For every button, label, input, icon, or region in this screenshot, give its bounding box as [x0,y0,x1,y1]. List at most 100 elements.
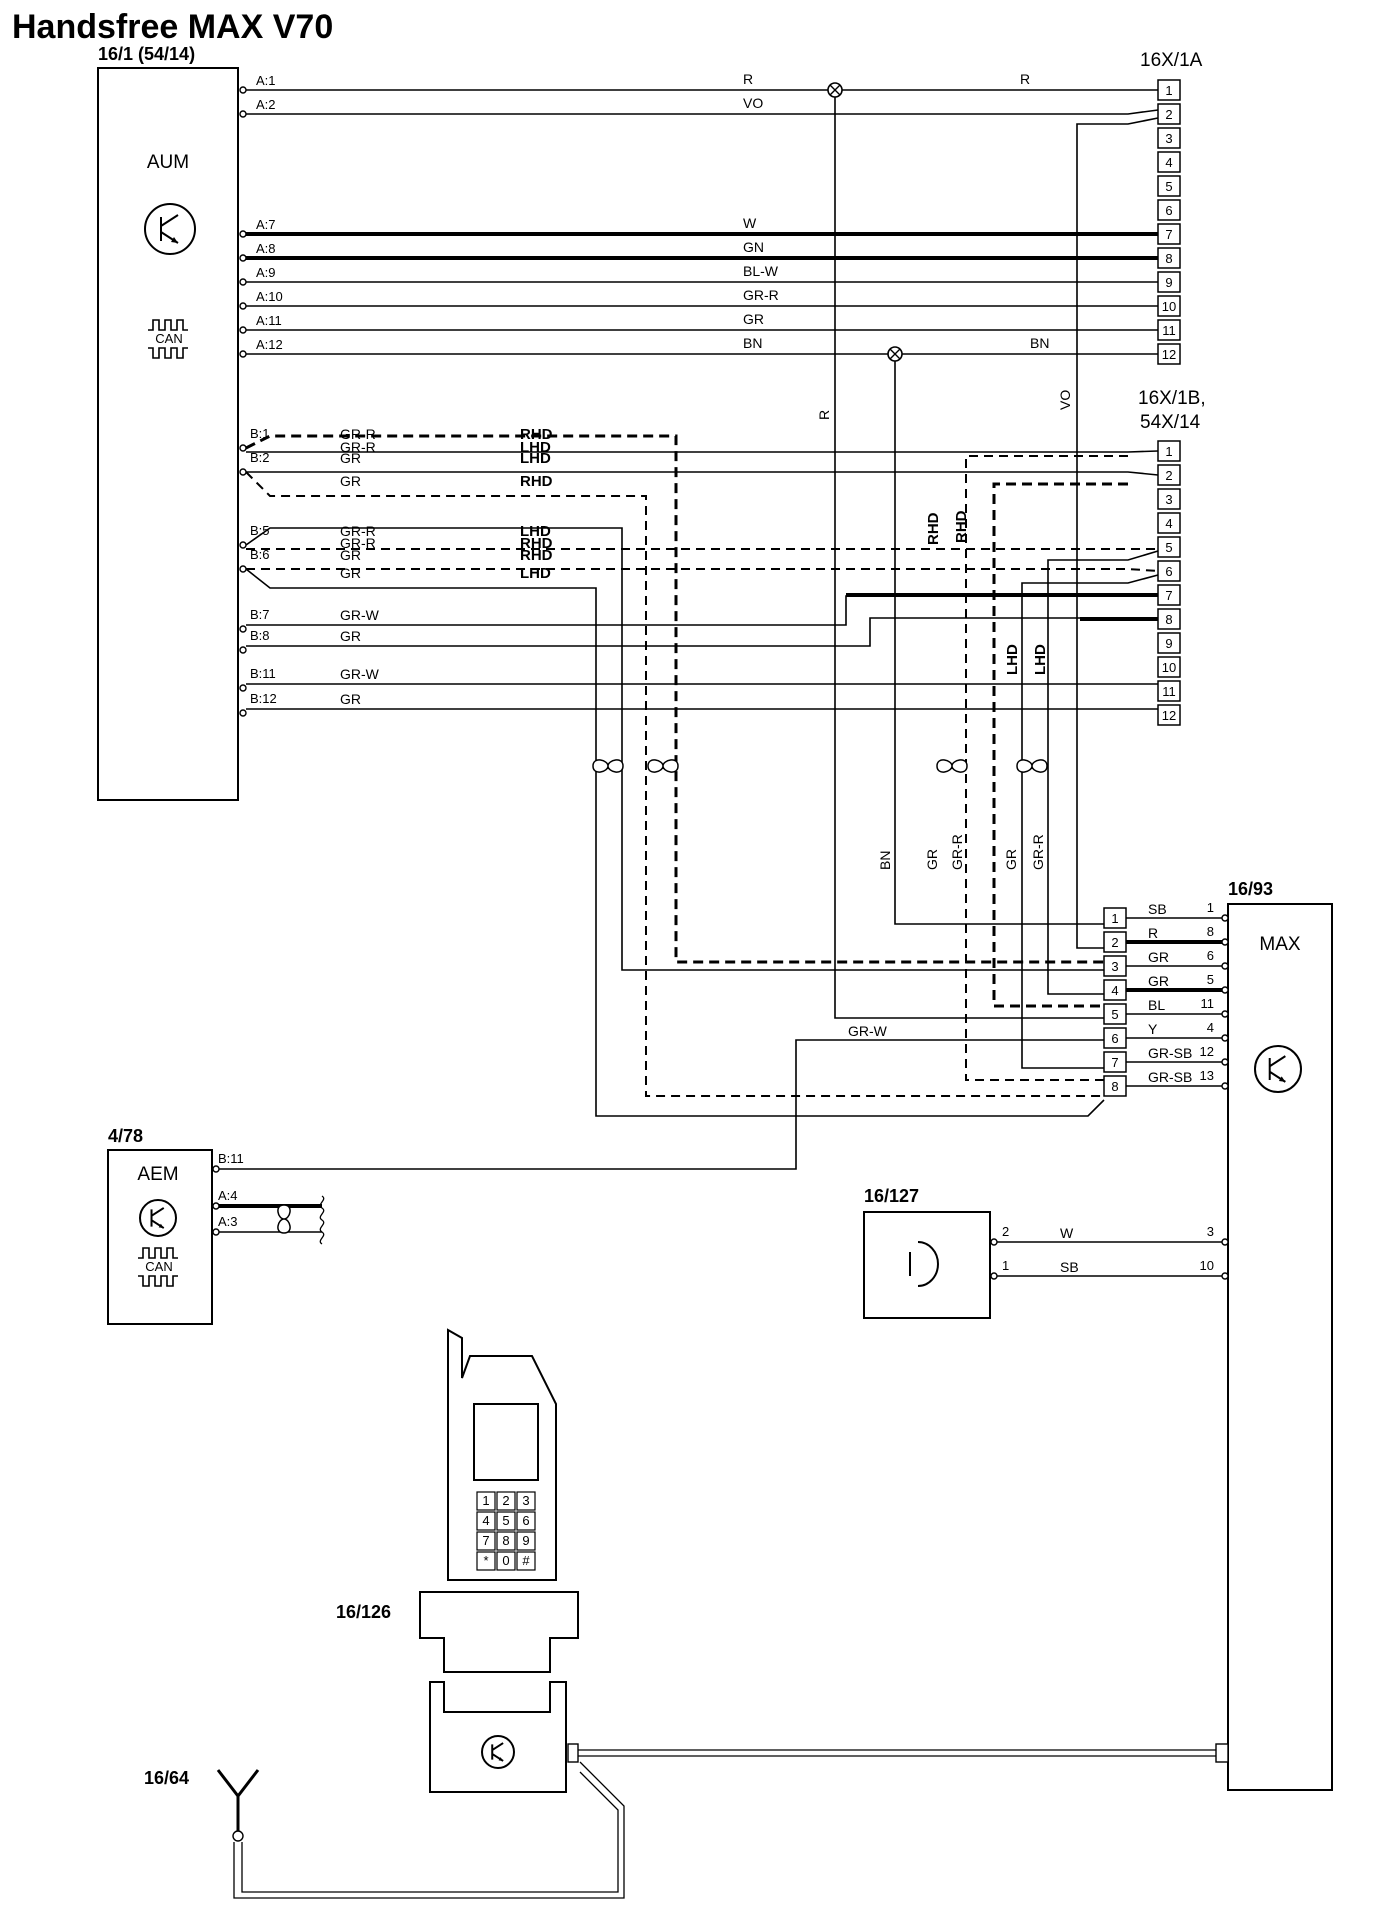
max-pin-terminal [1221,1238,1229,1246]
max-plug-pin-number: 5 [1111,1007,1118,1022]
wire-color-label: GN [743,239,764,255]
aem-pin-terminal [212,1228,220,1236]
connector-16x1a-pin-number: 9 [1165,275,1172,290]
phone-key-label: 8 [502,1533,509,1548]
connector-16x1a-pin [1157,247,1181,269]
can-wave-top [138,1247,178,1259]
phone-key [476,1511,496,1531]
aem-pin-terminal [212,1165,220,1173]
aum-pin-label: A:10 [256,289,283,304]
phone-key-label: * [483,1553,488,1568]
coax-connector [1215,1743,1229,1763]
connector-16x1b-pin-number: 7 [1165,588,1172,603]
aum-pin-terminal [239,326,247,334]
connector-54x14-id: 54X/14 [1140,412,1201,433]
max-pin-terminal [1221,1082,1229,1090]
phone-key [496,1491,516,1511]
connector-16x1b-pin [1157,608,1181,630]
variant-label: LHD [520,450,551,467]
aum-pin-label: B:5 [250,523,270,538]
aum-pin-label: A:7 [256,217,276,232]
wires-layer [219,89,1224,1899]
transistor-circle [1254,1045,1302,1093]
transistor-circle [144,203,196,255]
phone-key [516,1551,536,1571]
max-pin-number: 3 [1207,1224,1214,1239]
aum-pin-label: B:11 [250,666,276,681]
wire-color-label-grr: GR-R [949,834,965,870]
wire-color-label-r: R [816,410,832,420]
wire-b8 [246,617,1158,647]
wire-color-label-vo: VO [1057,390,1073,410]
max-wire-color-label: SB [1148,901,1167,917]
wire-color-label: BL-W [743,263,779,279]
max-pin-terminal [1221,1034,1229,1042]
variant-label: RHD [520,426,553,443]
microphone-wire-color-label: SB [1060,1259,1079,1275]
max-plug-pin-number: 6 [1111,1031,1118,1046]
aem-pin-label: B:11 [218,1151,244,1166]
max-plug-pin [1103,955,1127,977]
connector-16x1a-pin-number: 5 [1165,179,1172,194]
aum-pin-terminal [239,86,247,94]
aum-module [97,67,239,801]
phone-key [496,1511,516,1531]
max-plug-pin-number: 7 [1111,1055,1118,1070]
cradle-adapter [419,1591,579,1673]
aum-pin-terminal [239,110,247,118]
twisted-pair-marker-4 [1016,759,1048,773]
wire-vo [246,109,1159,115]
antenna-cable [233,1761,625,1899]
aum-id: 16/1 (54/14) [98,44,195,64]
max-pin-number: 4 [1207,1020,1214,1035]
phone-key [516,1531,536,1551]
antenna-terminal [232,1830,244,1842]
wire-rhd-grr [992,482,1128,1008]
max-wire-color-label: R [1148,925,1158,941]
connector-16x1a-pin [1157,151,1181,173]
variant-label: LHD [520,523,551,540]
variant-label-rhd: RHD [925,512,942,545]
aem-pin-label: A:3 [218,1214,238,1229]
splice-cross [829,84,841,96]
wire-b6-lhd [245,568,1105,1117]
max-wire-color-label: BL [1148,997,1165,1013]
max-pin-number: 6 [1207,948,1214,963]
connector-16x1a-pin-number: 1 [1165,83,1172,98]
connector-16x1b-pin [1157,464,1181,486]
cradle-transistor-icon [481,1735,515,1769]
max-pin-number: 8 [1207,924,1214,939]
wire-color-label: R [1020,71,1030,87]
connector-16x1b-pin [1157,632,1181,654]
aum-pin-label: A:12 [256,337,283,352]
aem-name: AEM [137,1164,178,1185]
connector-16x1b-pin-number: 1 [1165,444,1172,459]
aum-pin-terminal [239,278,247,286]
can-wave-top [148,319,188,331]
cradle-id: 16/126 [336,1602,391,1622]
connector-16x1a-pin-number: 12 [1162,347,1176,362]
wire-r-vertical [834,90,1104,1019]
wire-color-label: VO [743,95,763,111]
wire-color-label: GR-R [743,287,779,303]
wire-color-label: GR [340,473,361,489]
max-pin-number: 12 [1200,1044,1214,1059]
max-wire-color-label: GR-SB [1148,1045,1192,1061]
microphone-icon [917,1241,939,1287]
splice-cross [889,348,901,360]
splice-point [887,346,903,362]
transistor-circle [139,1199,177,1237]
connector-16x1a-pin-number: 3 [1165,131,1172,146]
connector-16x1b-pin-number: 4 [1165,516,1172,531]
wire-color-label-bn: BN [877,851,893,870]
twisted-pair-marker-1 [592,759,624,773]
wire-b1-lhd [246,450,1159,453]
connector-16x1b-pin [1157,704,1181,726]
wire-color-label: GR-R [340,426,376,442]
phone-key [476,1531,496,1551]
connector-16x1b-pin [1157,536,1181,558]
connector-16x1a-pin-number: 6 [1165,203,1172,218]
diagram-title: Handsfree MAX V70 [12,8,333,46]
microphone-pin-terminal [990,1272,998,1280]
aem-pin-terminal [212,1202,220,1210]
